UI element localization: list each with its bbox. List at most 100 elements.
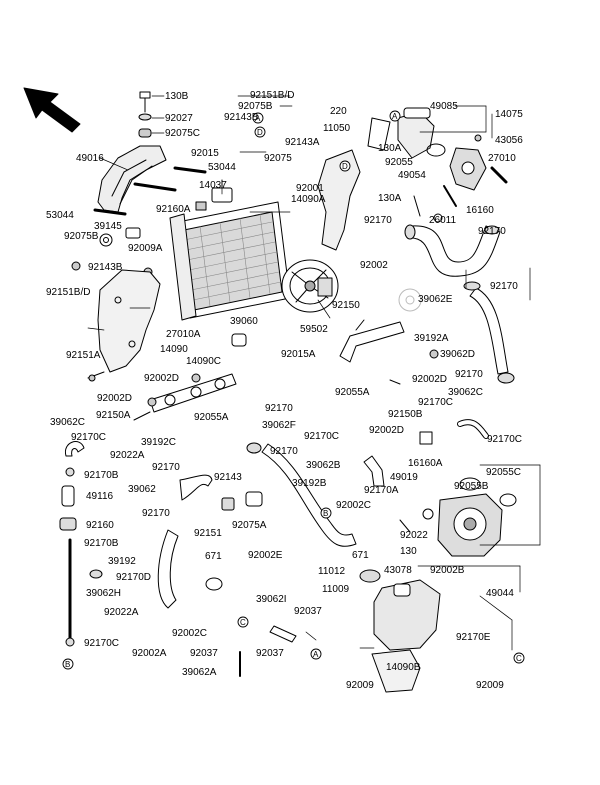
bolt-92150a <box>133 411 151 421</box>
label-92055B: 92055B <box>454 481 489 492</box>
callout-a-bottom: A <box>313 650 319 659</box>
filler-neck-92160a <box>195 201 207 211</box>
label-92055: 92055 <box>385 157 413 168</box>
label-27010A: 27010A <box>166 329 201 340</box>
label-130B: 130B <box>165 91 189 102</box>
label-14090B: 14090B <box>386 662 421 673</box>
callout-c-mid: C <box>240 618 246 627</box>
washer-92022 <box>422 508 434 520</box>
label-14090C: 14090C <box>186 356 222 367</box>
label-92002D-b: 92002D <box>412 374 448 385</box>
bolt-130 <box>399 519 411 533</box>
label-39192A: 39192A <box>414 333 449 344</box>
label-39062H: 39062H <box>86 588 122 599</box>
part-39145 <box>125 227 141 239</box>
label-92170A: 92170A <box>364 485 399 496</box>
part-49116 <box>61 485 75 507</box>
label-49044: 49044 <box>486 588 514 599</box>
thermostat-49054 <box>449 147 487 191</box>
bracket-11050 <box>367 117 391 151</box>
label-130: 130 <box>400 546 417 557</box>
clamp-92170b-left <box>65 467 75 477</box>
label-92170-h: 92170 <box>142 508 170 519</box>
label-92002C-a: 92002C <box>336 500 372 511</box>
label-92143B-left: 92143B <box>88 262 123 273</box>
callout-a-top: A <box>255 114 261 123</box>
label-53044-left: 53044 <box>46 210 74 221</box>
label-92015: 92015 <box>191 148 219 159</box>
clamp-92170-a <box>404 224 416 240</box>
label-49116: 49116 <box>86 491 114 502</box>
label-14090A: 14090A <box>291 194 326 205</box>
label-92151BD-left: 92151B/D <box>46 287 91 298</box>
label-43078: 43078 <box>384 565 412 576</box>
label-92170C-e: 92170C <box>84 638 120 649</box>
label-92170C-d: 92170C <box>487 434 523 445</box>
label-92170B-b: 92170B <box>84 538 119 549</box>
callout-d-top: D <box>257 128 263 137</box>
label-53044-top: 53044 <box>208 162 236 173</box>
label-49054: 49054 <box>398 170 426 181</box>
part-26011 <box>433 213 443 223</box>
part-92075a <box>245 491 263 507</box>
label-39192B: 39192B <box>292 478 327 489</box>
cover-14090 <box>97 269 161 373</box>
label-92075B-left: 92075B <box>64 231 99 242</box>
label-11050: 11050 <box>323 123 351 134</box>
label-92170-d: 92170 <box>455 369 483 380</box>
grommet-92075b-left <box>99 233 113 247</box>
label-39060: 39060 <box>230 316 258 327</box>
label-671-b: 671 <box>352 550 369 561</box>
hose-39192b <box>261 443 357 547</box>
label-92150A: 92150A <box>96 410 131 421</box>
callout-b-mid: B <box>323 509 329 518</box>
label-16160A: 16160A <box>408 458 443 469</box>
cap-11009 <box>359 569 381 583</box>
label-92143B-top: 92143B <box>224 112 259 123</box>
label-92170C-c: 92170C <box>304 431 340 442</box>
label-92075: 92075 <box>264 153 292 164</box>
label-92170-far-right: 92170 <box>490 281 518 292</box>
hose-39062d <box>469 287 509 375</box>
clamp-92170-d <box>497 372 515 384</box>
callout-d-right: D <box>342 162 348 171</box>
label-92170D: 92170D <box>116 572 152 583</box>
label-92143: 92143 <box>214 472 242 483</box>
switch-27010 <box>490 166 508 184</box>
bolt-92002d-left <box>191 373 201 383</box>
label-43056: 43056 <box>495 135 523 146</box>
cover-14090b <box>371 649 421 693</box>
label-671-a: 671 <box>205 551 222 562</box>
label-92037-b: 92037 <box>190 648 218 659</box>
bolt-92143b-left <box>71 261 81 271</box>
callout-c-right: C <box>516 654 522 663</box>
label-92055A-b: 92055A <box>194 412 229 423</box>
bolt-14090c <box>231 333 247 347</box>
gear-watermark-icon <box>398 288 422 312</box>
hose-671 <box>205 577 223 591</box>
pipe-assembly-left <box>149 373 237 413</box>
label-39062D: 39062D <box>440 349 476 360</box>
hose-39062-long <box>157 529 179 609</box>
label-92151: 92151 <box>194 528 222 539</box>
clamp-92170d <box>89 569 103 579</box>
thermostat-cover-49085 <box>397 107 435 159</box>
label-92143A: 92143A <box>285 137 320 148</box>
label-11012: 11012 <box>318 566 346 577</box>
clamp-92170-c <box>463 281 481 291</box>
label-92170B-a: 92170B <box>84 470 119 481</box>
clamp-92170-mid <box>246 442 262 454</box>
clamp-92170-b <box>484 225 500 235</box>
bolt-92151a <box>87 371 105 382</box>
label-92009A: 92009A <box>128 243 163 254</box>
label-92170-top: 92170 <box>364 215 392 226</box>
label-92002D-d: 92002D <box>369 425 405 436</box>
label-92151A: 92151A <box>66 350 101 361</box>
label-39062B: 39062B <box>306 460 341 471</box>
part-16160a <box>419 431 433 445</box>
label-92055A-a: 92055A <box>335 387 370 398</box>
bolt-43056 <box>474 134 482 142</box>
shroud-49016 <box>97 145 167 213</box>
label-14075: 14075 <box>495 109 523 120</box>
